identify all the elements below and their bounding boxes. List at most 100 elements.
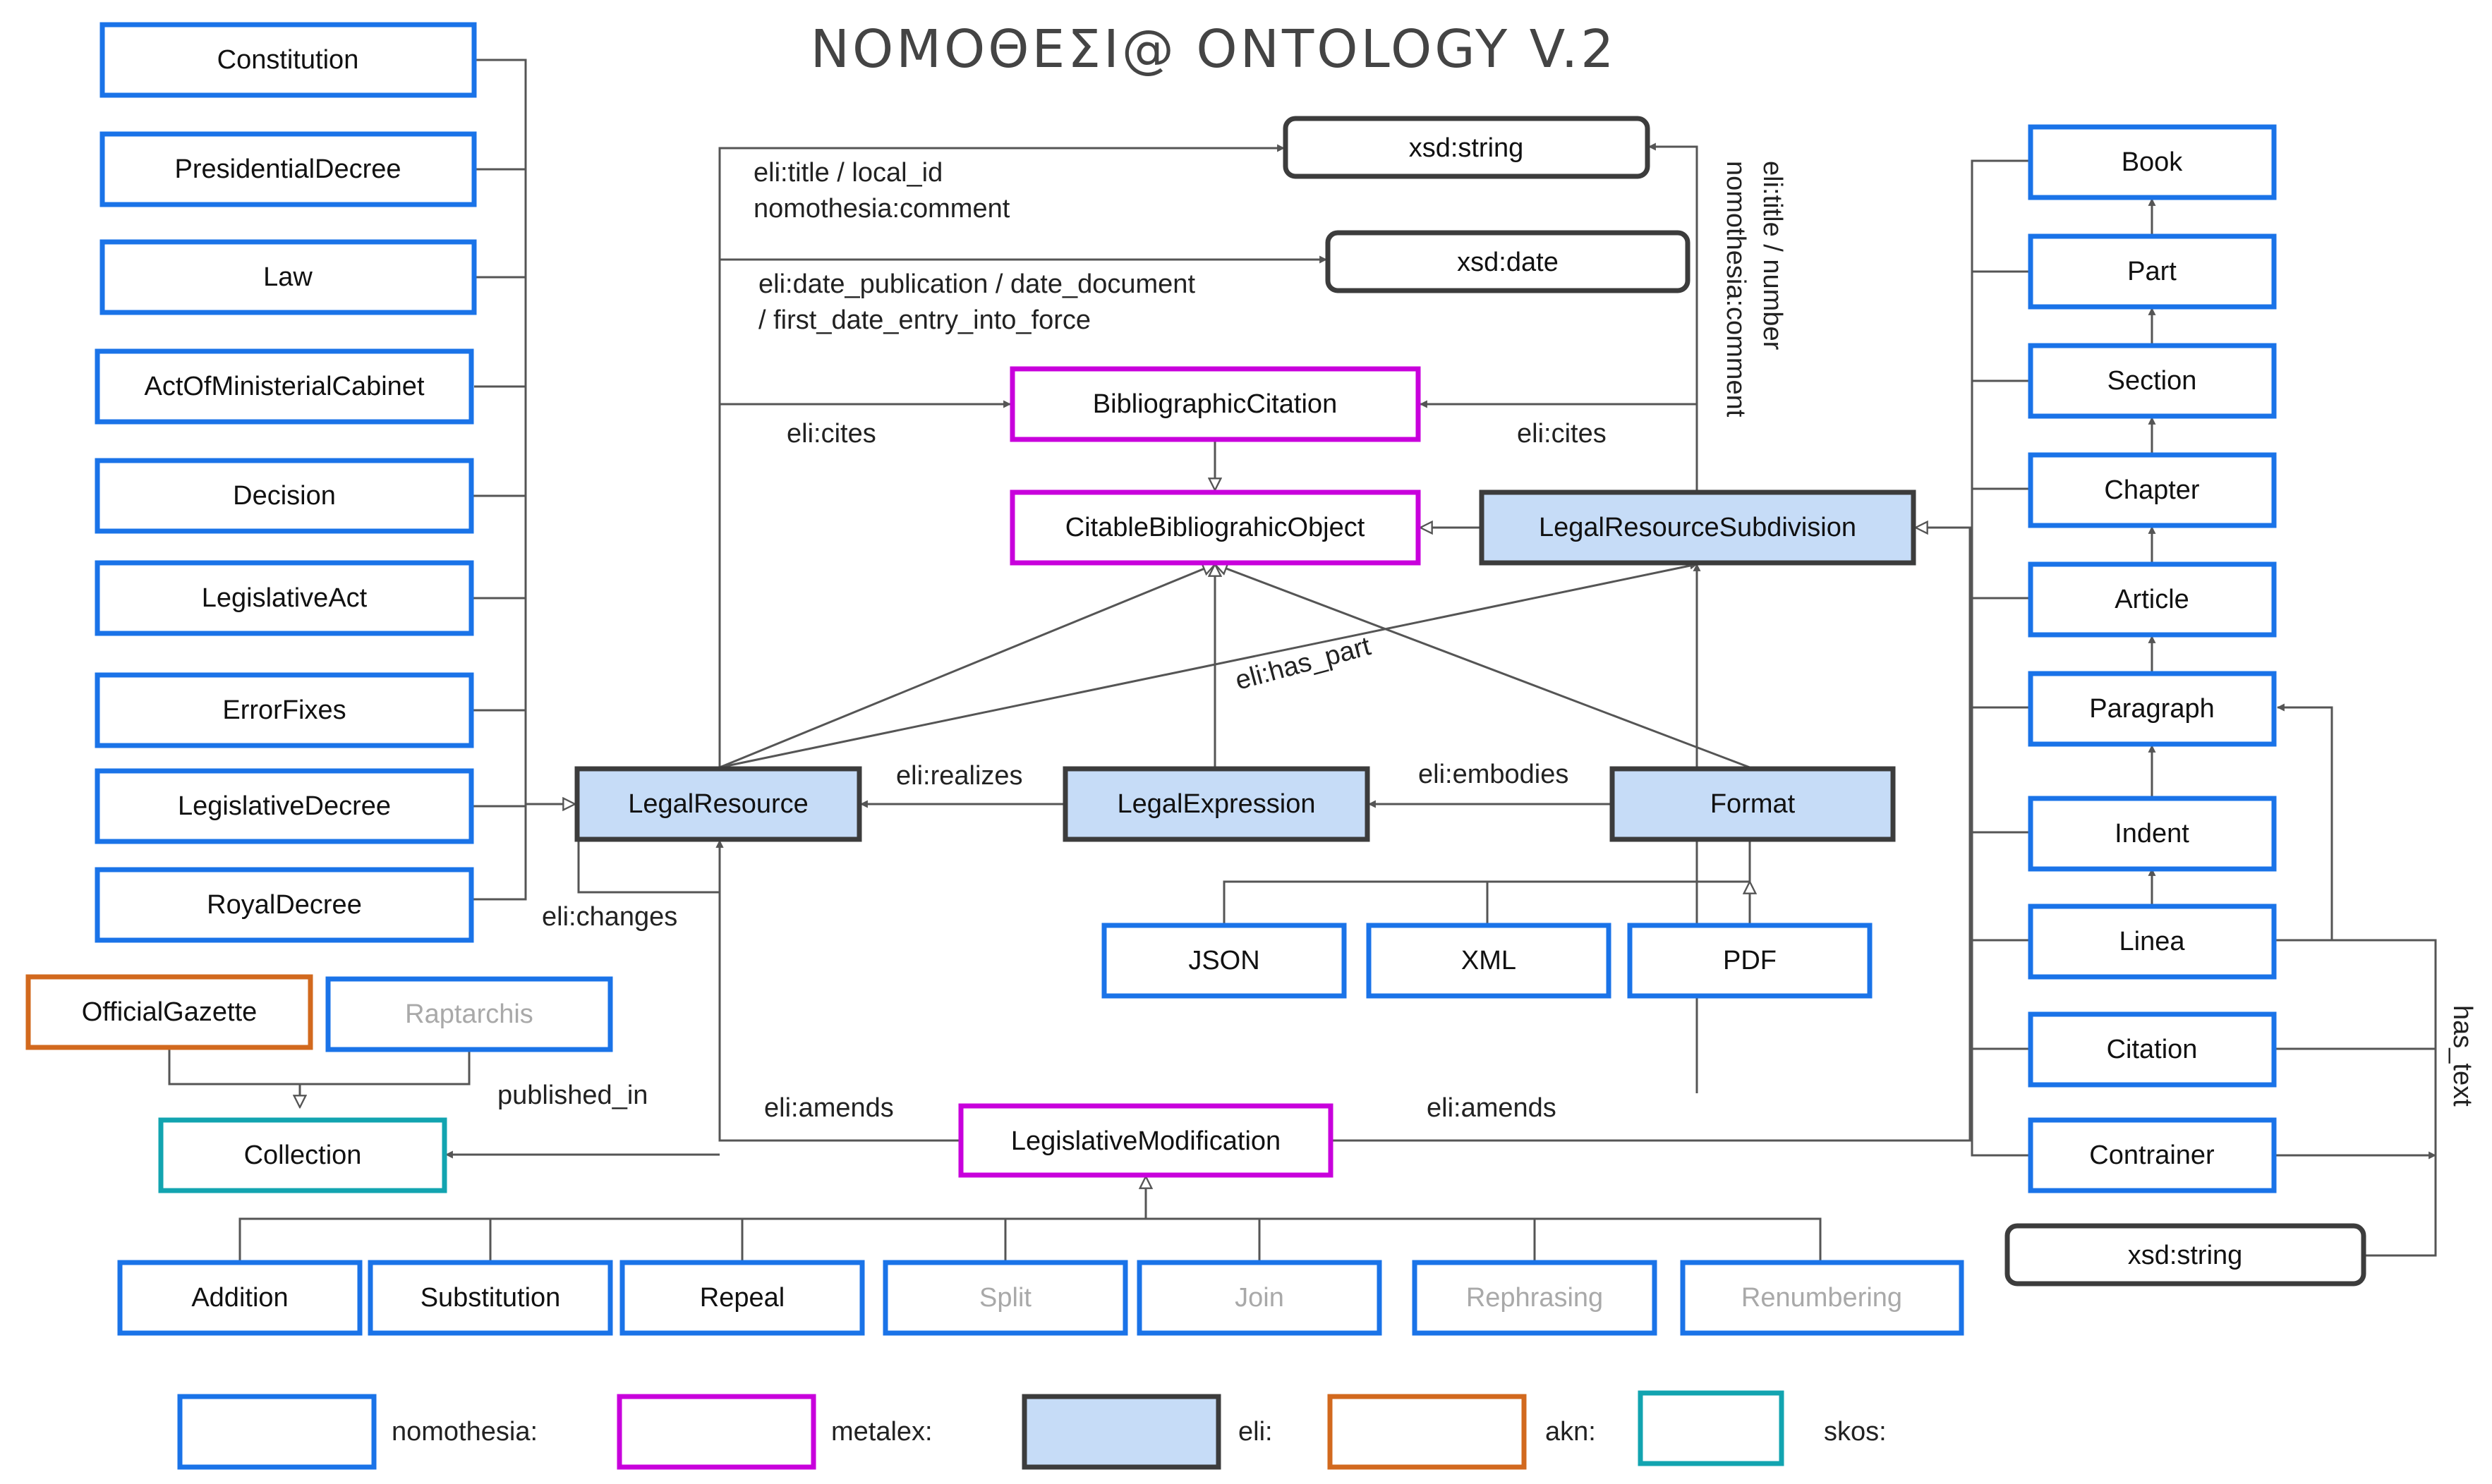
node-xsd-date[interactable]: xsd:date bbox=[1325, 230, 1690, 293]
label-title-number: eli:title / number bbox=[1758, 161, 1787, 351]
label-embodies: eli:embodies bbox=[1418, 760, 1568, 789]
legend-swatch-nomothesia bbox=[177, 1394, 377, 1470]
node-label: Rephrasing bbox=[1466, 1283, 1603, 1313]
legend-item-metalex: metalex: bbox=[617, 1394, 933, 1470]
node-royal-decree[interactable]: RoyalDecree bbox=[95, 867, 474, 943]
label-cites-left: eli:cites bbox=[787, 419, 876, 449]
label-date-line2: / first_date_entry_into_force bbox=[758, 305, 1091, 335]
node-pdf[interactable]: PDF bbox=[1627, 923, 1873, 999]
node-label: RoyalDecree bbox=[207, 890, 362, 920]
edge-subdivision-to-xsd-string bbox=[1647, 142, 1698, 494]
node-label: ErrorFixes bbox=[222, 695, 346, 725]
node-legal-expression[interactable]: LegalExpression bbox=[1063, 766, 1370, 842]
node-label: xsd:string bbox=[1409, 133, 1524, 163]
node-section[interactable]: Section bbox=[2028, 343, 2277, 419]
edge-linea-to-paragraph bbox=[2275, 703, 2333, 942]
node-label: JSON bbox=[1188, 946, 1259, 975]
node-part[interactable]: Part bbox=[2028, 233, 2277, 310]
edge-legislative-types-bracket bbox=[471, 59, 575, 901]
node-label: Format bbox=[1710, 789, 1796, 819]
node-label: LegislativeAct bbox=[202, 583, 368, 613]
node-label: Linea bbox=[2119, 927, 2186, 956]
legend-label-eli: eli: bbox=[1238, 1417, 1273, 1447]
node-collection[interactable]: Collection bbox=[158, 1117, 447, 1193]
node-citation[interactable]: Citation bbox=[2028, 1011, 2277, 1088]
node-label: xsd:date bbox=[1457, 248, 1559, 277]
node-xml[interactable]: XML bbox=[1366, 923, 1611, 999]
node-label: Join bbox=[1235, 1283, 1284, 1313]
node-presidential-decree[interactable]: PresidentialDecree bbox=[99, 131, 477, 207]
node-constitution[interactable]: Constitution bbox=[99, 22, 477, 98]
node-label: PresidentialDecree bbox=[174, 154, 401, 184]
legend-swatch-skos bbox=[1638, 1390, 1784, 1466]
node-error-fixes[interactable]: ErrorFixes bbox=[95, 672, 474, 748]
node-label: Constitution bbox=[217, 45, 359, 75]
node-label: Paragraph bbox=[2089, 694, 2214, 724]
node-contrainer[interactable]: Contrainer bbox=[2028, 1117, 2277, 1193]
node-label: LegalExpression bbox=[1118, 789, 1316, 819]
node-label: xsd:string bbox=[2128, 1241, 2243, 1270]
legend-item-akn: akn: bbox=[1327, 1394, 1596, 1470]
node-repeal[interactable]: Repeal bbox=[619, 1260, 865, 1336]
node-label: PDF bbox=[1723, 946, 1777, 975]
node-label: Renumbering bbox=[1741, 1283, 1902, 1313]
node-label: LegalResourceSubdivision bbox=[1539, 513, 1856, 542]
node-split[interactable]: Split bbox=[883, 1260, 1128, 1336]
node-law[interactable]: Law bbox=[99, 239, 477, 315]
node-legal-resource[interactable]: LegalResource bbox=[574, 766, 862, 842]
label-realizes: eli:realizes bbox=[896, 761, 1023, 791]
node-substitution[interactable]: Substitution bbox=[368, 1260, 613, 1336]
node-paragraph[interactable]: Paragraph bbox=[2028, 671, 2277, 747]
label-title-local-id: eli:title / local_id bbox=[754, 158, 943, 188]
node-addition[interactable]: Addition bbox=[117, 1260, 363, 1336]
node-raptarchis[interactable]: Raptarchis bbox=[325, 976, 613, 1052]
node-act-of-ministerial-cabinet[interactable]: ActOfMinisterialCabinet bbox=[95, 348, 474, 425]
node-label: Contrainer bbox=[2089, 1141, 2215, 1170]
edge-gazette-to-collection bbox=[168, 1049, 300, 1107]
node-article[interactable]: Article bbox=[2028, 561, 2277, 638]
legend-label-skos: skos: bbox=[1824, 1417, 1887, 1447]
node-official-gazette[interactable]: OfficialGazette bbox=[25, 974, 313, 1050]
node-legislative-modification[interactable]: LegislativeModification bbox=[958, 1103, 1333, 1178]
node-label: BibliographicCitation bbox=[1093, 389, 1337, 419]
node-renumbering[interactable]: Renumbering bbox=[1680, 1260, 1964, 1336]
node-label: OfficialGazette bbox=[82, 997, 258, 1027]
node-json[interactable]: JSON bbox=[1101, 923, 1347, 999]
node-format[interactable]: Format bbox=[1609, 766, 1896, 842]
node-legislative-decree[interactable]: LegislativeDecree bbox=[95, 768, 474, 844]
legend-label-nomothesia: nomothesia: bbox=[392, 1417, 538, 1447]
node-citable-bibliographic-object[interactable]: CitableBibliograhicObject bbox=[1010, 489, 1421, 566]
node-xsd-string-top[interactable]: xsd:string bbox=[1283, 116, 1650, 179]
legend-item-skos: skos: bbox=[1638, 1390, 1887, 1466]
node-linea[interactable]: Linea bbox=[2028, 904, 2277, 980]
node-label: Law bbox=[263, 262, 313, 292]
node-book[interactable]: Book bbox=[2028, 124, 2277, 200]
label-date-line1: eli:date_publication / date_document bbox=[758, 269, 1195, 299]
node-decision[interactable]: Decision bbox=[95, 458, 474, 534]
node-label: ActOfMinisterialCabinet bbox=[144, 372, 424, 401]
node-chapter[interactable]: Chapter bbox=[2028, 452, 2277, 528]
node-indent[interactable]: Indent bbox=[2028, 796, 2277, 872]
node-rephrasing[interactable]: Rephrasing bbox=[1412, 1260, 1657, 1336]
node-label: Substitution bbox=[421, 1283, 561, 1313]
edge-formats-to-format bbox=[1223, 841, 1750, 924]
node-label: LegislativeModification bbox=[1011, 1126, 1281, 1156]
node-label: Article bbox=[2115, 585, 2189, 614]
legend-label-akn: akn: bbox=[1545, 1417, 1596, 1447]
node-label: CitableBibliograhicObject bbox=[1065, 513, 1365, 542]
node-join[interactable]: Join bbox=[1137, 1260, 1382, 1336]
node-legislative-act[interactable]: LegislativeAct bbox=[95, 560, 474, 636]
edge-subdivision-right-bracket bbox=[1971, 159, 2028, 1157]
node-legal-resource-subdivision[interactable]: LegalResourceSubdivision bbox=[1479, 489, 1916, 566]
edge-changes bbox=[577, 839, 724, 894]
node-bibliographic-citation[interactable]: BibliographicCitation bbox=[1010, 366, 1421, 442]
node-label: Indent bbox=[2115, 819, 2189, 849]
node-label: Section bbox=[2107, 366, 2197, 396]
node-xsd-string-right[interactable]: xsd:string bbox=[2004, 1223, 2366, 1287]
label-has-part: eli:has_part bbox=[1232, 631, 1374, 696]
node-label: Chapter bbox=[2104, 475, 2200, 505]
node-label: Book bbox=[2122, 147, 2184, 177]
edge-raptarchis-to-collection bbox=[300, 1049, 471, 1085]
label-has-text: has_text bbox=[2448, 1005, 2477, 1107]
edge-has-part bbox=[719, 561, 1698, 769]
